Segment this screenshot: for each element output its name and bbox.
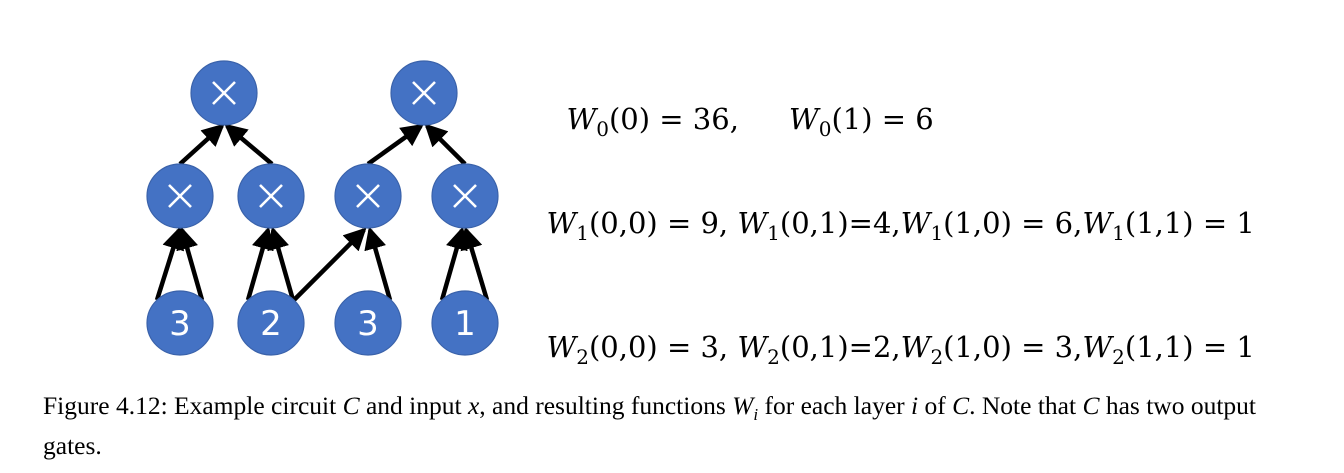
node-circle [334,290,402,356]
edge-g1_3-to-g0_1 [424,123,467,166]
function-subscript: 2 [576,345,589,369]
function-name: W [788,102,819,136]
function-subscript: 1 [767,221,780,245]
multiply-icon: × [212,81,236,105]
input-value: 3 [169,304,191,344]
caption-text: for each layer [758,391,912,420]
node-circle [146,290,214,356]
input-node-2: 3 [334,290,402,356]
equation-w1-11: W1(1,1) = 1 [1082,206,1255,243]
caption-math-subscript: i [753,405,759,425]
caption-text: and input [359,391,468,420]
caption-text: Figure 4.12: Example circuit [43,391,343,420]
function-name: W [737,206,768,240]
function-value: (1) = 6 [831,102,934,136]
equation-layer-2: W2(0,0) = 3, W2(0,1)=2,W2(1,0) = 3,W2(1,… [528,296,1255,367]
function-value: (0,0) = 9, [588,206,738,240]
middle-gate-0: × [146,163,214,229]
equation-w2-10: W2(1,0) = 3, [900,330,1083,367]
edge-x3-to-g1_3 [439,226,468,301]
equation-w1-10: W1(1,0) = 6, [900,206,1083,243]
edge-x0-to-g1_0 [176,226,205,301]
function-subscript: 0 [818,117,832,141]
caption-text: . Note that [969,391,1083,420]
node-circle [237,290,305,356]
function-value: (1,1) = 1 [1124,330,1255,364]
function-name: W [900,206,931,240]
caption-math-circuit: C [1082,391,1100,420]
middle-gate-1: × [237,163,305,229]
function-value: (0,0) = 3, [588,330,738,364]
equation-layer-1: W1(0,0) = 9, W1(0,1)=4,W1(1,0) = 6,W1(1,… [528,172,1255,243]
output-gate-1: × [390,60,458,126]
multiply-icon: × [168,184,192,208]
function-value: (1,1) = 1 [1124,206,1255,240]
function-value: (1,0) = 3, [943,330,1083,364]
middle-gate-3: × [431,163,499,229]
edge-g1_2-to-g0_1 [366,123,424,166]
equation-w0-0: W0(0) = 36, [566,102,739,139]
function-subscript: 1 [576,221,589,245]
equation-layer-0: W0(0) = 36,W0(1) = 6 [548,68,934,139]
caption-math-circuit: C [952,391,970,420]
multiply-icon: × [412,81,436,105]
function-name: W [1082,330,1113,364]
output-gate-0: × [190,60,258,126]
function-subscript: 1 [930,221,944,245]
equation-w2-11: W2(1,1) = 1 [1082,330,1255,367]
function-name: W [566,102,597,136]
function-value: (0,1)=2, [779,330,901,364]
input-value: 1 [454,304,476,344]
function-subscript: 2 [767,345,780,369]
circuit-diagram: × × × × × × 3 2 3 1 [146,60,499,356]
equation-w0-1: W0(1) = 6 [788,102,934,139]
edges-layer [154,123,490,302]
input-value: 2 [260,304,282,344]
function-name: W [737,330,768,364]
caption-math-layer: i [911,391,919,420]
caption-math-function: W [732,391,754,420]
input-node-1: 2 [237,290,305,356]
function-subscript: 2 [1112,345,1125,369]
equation-w1-01: W1(0,1)=4, [737,206,901,243]
function-name: W [546,330,577,364]
function-subscript: 0 [596,117,609,141]
input-node-3: 1 [431,290,499,356]
caption-text: , and resulting functions [479,391,733,420]
edge-g1_0-to-g0_0 [178,123,225,166]
figure-caption: Figure 4.12: Example circuit C and input… [43,390,1303,461]
equation-w1-00: W1(0,0) = 9, [546,206,738,243]
function-value: (1,0) = 6, [943,206,1083,240]
edge-x3-to-g1_3 [460,226,490,301]
input-value: 3 [357,304,379,344]
input-node-0: 3 [146,290,214,356]
function-name: W [546,206,577,240]
multiply-icon: × [259,184,283,208]
edge-g1_1-to-g0_0 [224,123,274,166]
middle-gate-2: × [334,163,402,229]
caption-math-circuit: C [342,391,360,420]
function-subscript: 1 [1112,221,1125,245]
multiply-icon: × [356,184,380,208]
multiply-icon: × [453,184,477,208]
caption-text: of [918,391,953,420]
caption-text: has two output gates. [43,391,1256,461]
node-circle [431,290,499,356]
function-value: (0,1)=4, [779,206,901,240]
edge-x1-to-g1_1 [245,226,274,301]
equation-w2-00: W2(0,0) = 3, [546,330,738,367]
edge-x0-to-g1_0 [154,226,185,301]
nodes-layer: × × × × × × 3 2 3 1 [146,60,499,356]
function-name: W [900,330,931,364]
caption-math-input: x [467,391,480,420]
equation-w2-01: W2(0,1)=2, [737,330,901,367]
function-value: (0) = 36, [608,102,739,136]
function-subscript: 2 [930,345,944,369]
edge-x2-to-g1_2 [364,226,393,301]
edge-x1-to-g1_1 [267,226,296,301]
edge-x1-to-g1_2 [292,227,367,302]
function-name: W [1082,206,1113,240]
